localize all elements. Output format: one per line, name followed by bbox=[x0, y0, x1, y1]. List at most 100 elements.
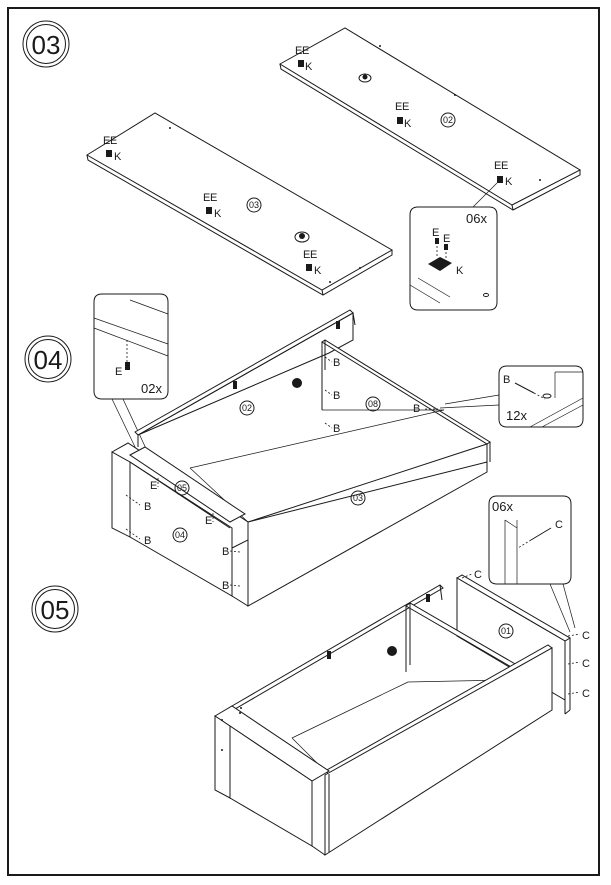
panel-05-callout bbox=[174, 480, 190, 496]
step-05-carcass: 01 C C C C bbox=[214, 569, 590, 856]
hardware-e-label: E bbox=[310, 249, 317, 261]
hardware-b-label: B bbox=[333, 423, 340, 435]
hardware-group: E E K bbox=[103, 135, 122, 163]
step-03-badge: 03 bbox=[22, 20, 70, 68]
hardware-group: E E K bbox=[395, 101, 412, 130]
hardware-group: E E K bbox=[303, 249, 322, 277]
step-03-number: 03 bbox=[32, 30, 61, 60]
dowel-icon bbox=[444, 244, 448, 250]
hardware-c-label: C bbox=[582, 658, 590, 670]
screw-icon bbox=[530, 527, 552, 541]
hardware-e-label: E bbox=[302, 45, 309, 57]
cam-lock-icon bbox=[233, 381, 237, 389]
panel-03-label: 03 bbox=[249, 200, 259, 210]
hardware-k-label: K bbox=[305, 61, 313, 73]
panel-02-label: 02 bbox=[242, 403, 252, 413]
cam-lock-icon bbox=[206, 207, 212, 214]
dowel-icon bbox=[125, 362, 130, 370]
step-05-detail-bubble: 06x C bbox=[488, 495, 576, 633]
hardware-e-label: E bbox=[443, 233, 450, 245]
dowel-icon bbox=[435, 238, 439, 244]
cam-hole-icon bbox=[294, 231, 310, 243]
hardware-group: E E K bbox=[295, 45, 313, 73]
hardware-c-label: C bbox=[555, 519, 563, 531]
step-04: 04 E 02x B bbox=[24, 293, 584, 607]
panel-02-label: 02 bbox=[443, 115, 453, 125]
hardware-e-label: E bbox=[395, 101, 402, 113]
cam-lock-icon bbox=[336, 321, 340, 329]
hardware-e-label: E bbox=[494, 160, 501, 172]
cam-lock-icon bbox=[292, 378, 302, 388]
panel-03-board: 03 E E K E E K E E K bbox=[86, 112, 394, 296]
panel-02-board: 02 E E K E E K E E K bbox=[279, 27, 582, 211]
cam-lock-icon bbox=[106, 150, 112, 157]
cam-lock-icon bbox=[497, 176, 503, 183]
panel-08-label: 08 bbox=[368, 399, 378, 409]
hardware-c-label: C bbox=[474, 569, 482, 581]
step-03-detail-quantity: 06x bbox=[466, 211, 487, 226]
hardware-e-label: E bbox=[203, 192, 210, 204]
hardware-b-label: B bbox=[144, 501, 151, 513]
hardware-k-label: K bbox=[505, 176, 513, 188]
hardware-group: E E K bbox=[494, 160, 513, 188]
step-04-right-detail-bubble: B 12x bbox=[439, 365, 584, 428]
panel-03-callout bbox=[350, 490, 366, 506]
step-05: 05 06x C bbox=[31, 495, 590, 856]
hardware-e-label: E bbox=[110, 135, 117, 147]
hardware-e-label: E bbox=[115, 366, 122, 378]
cam-lock-icon bbox=[387, 646, 397, 656]
step-05-badge: 05 bbox=[31, 585, 79, 633]
hardware-e-label: E bbox=[103, 135, 110, 147]
panel-01-callout bbox=[498, 623, 514, 639]
hardware-b-label: B bbox=[503, 374, 510, 386]
panel-03-label: 03 bbox=[353, 493, 363, 503]
step-04-left-detail-bubble: E 02x bbox=[93, 293, 169, 475]
step-03: 03 02 E E K E E bbox=[22, 20, 582, 311]
cam-lock-icon bbox=[327, 651, 331, 659]
hardware-e-label: E bbox=[210, 192, 217, 204]
step-05-detail-quantity: 06x bbox=[492, 499, 513, 514]
panel-02-callout bbox=[440, 112, 456, 128]
step-04-left-detail-quantity: 02x bbox=[141, 381, 162, 396]
hardware-b-label: B bbox=[222, 546, 229, 558]
hardware-k-label: K bbox=[456, 265, 464, 277]
panel-05-label: 05 bbox=[177, 483, 187, 493]
step-04-carcass: 02 08 03 05 04 B B B B B B B bbox=[111, 309, 491, 607]
hardware-group: E E K bbox=[203, 192, 222, 220]
cam-hole-icon bbox=[358, 73, 372, 83]
hardware-k-label: K bbox=[214, 208, 222, 220]
panel-04-callout bbox=[172, 527, 188, 543]
hardware-e-label: E bbox=[150, 480, 157, 492]
cam-lock-icon bbox=[298, 60, 304, 67]
page-border bbox=[7, 7, 600, 876]
hardware-e-label: E bbox=[295, 45, 302, 57]
panel-03-callout bbox=[246, 197, 262, 213]
cam-lock-icon bbox=[397, 117, 403, 124]
hardware-e-label: E bbox=[303, 249, 310, 261]
hardware-k-label: K bbox=[114, 151, 122, 163]
hardware-k-label: K bbox=[314, 265, 322, 277]
hardware-b-label: B bbox=[222, 580, 229, 592]
cam-lock-icon bbox=[428, 257, 452, 271]
hardware-k-label: K bbox=[404, 118, 412, 130]
step-04-badge: 04 bbox=[24, 335, 72, 383]
cam-lock-icon bbox=[426, 594, 430, 602]
hardware-e-label: E bbox=[205, 515, 212, 527]
cam-lock-icon bbox=[306, 264, 312, 271]
panel-02-callout bbox=[239, 400, 255, 416]
panel-01-label: 01 bbox=[501, 626, 511, 636]
step-04-number: 04 bbox=[34, 345, 63, 375]
dowel-icon bbox=[514, 382, 535, 394]
step-04-right-detail-quantity: 12x bbox=[506, 408, 527, 423]
hardware-e-label: E bbox=[432, 227, 439, 239]
hardware-b-label: B bbox=[413, 403, 420, 415]
hardware-c-label: C bbox=[582, 630, 590, 642]
hardware-b-label: B bbox=[144, 535, 151, 547]
hardware-e-label: E bbox=[501, 160, 508, 172]
hardware-b-label: B bbox=[333, 357, 340, 369]
hardware-e-label: E bbox=[402, 101, 409, 113]
step-03-detail-bubble: 06x E E K bbox=[409, 182, 498, 311]
hardware-c-label: C bbox=[582, 688, 590, 700]
